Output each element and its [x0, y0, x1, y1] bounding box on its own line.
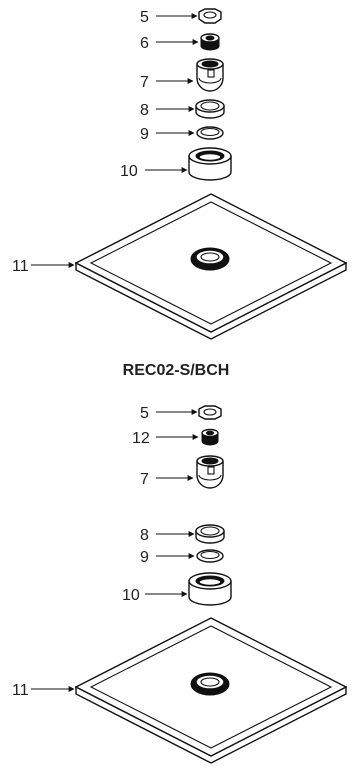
part-10-collar: 10	[120, 147, 232, 181]
part-label: 9	[140, 126, 149, 143]
model-caption: REC02-S/BCH	[123, 362, 230, 379]
part-label: 12	[132, 430, 150, 447]
part-7-ball-joint: 7	[140, 455, 224, 489]
part-7-ball-joint: 7	[140, 58, 224, 92]
part-label: 9	[140, 549, 149, 566]
part-12-washer: 12	[132, 428, 219, 447]
assembly-top: 5 6 7 8	[12, 8, 348, 379]
part-label: 8	[140, 102, 149, 119]
part-label: 10	[122, 587, 140, 604]
part-8-ring: 8	[140, 524, 225, 544]
part-9-o-ring: 9	[140, 126, 224, 143]
part-5-hex-nut: 5	[140, 405, 222, 422]
part-11-shower-head: 11	[12, 193, 348, 340]
part-8-ring: 8	[140, 99, 225, 119]
part-label: 11	[12, 258, 29, 275]
part-label: 5	[140, 405, 149, 422]
part-label: 11	[12, 682, 29, 699]
part-10-collar: 10	[122, 572, 232, 606]
part-label: 7	[140, 74, 149, 91]
part-label: 8	[140, 527, 149, 544]
assembly-bottom: 5 12 7 8	[12, 405, 348, 764]
part-label: 7	[140, 471, 149, 488]
part-5-hex-nut: 5	[140, 8, 222, 26]
part-label: 6	[140, 35, 149, 52]
part-11-shower-head: 11	[12, 617, 348, 764]
part-9-o-ring: 9	[140, 549, 224, 566]
part-label: 5	[140, 9, 149, 26]
part-6-washer: 6	[140, 33, 220, 52]
part-label: 10	[120, 163, 138, 180]
